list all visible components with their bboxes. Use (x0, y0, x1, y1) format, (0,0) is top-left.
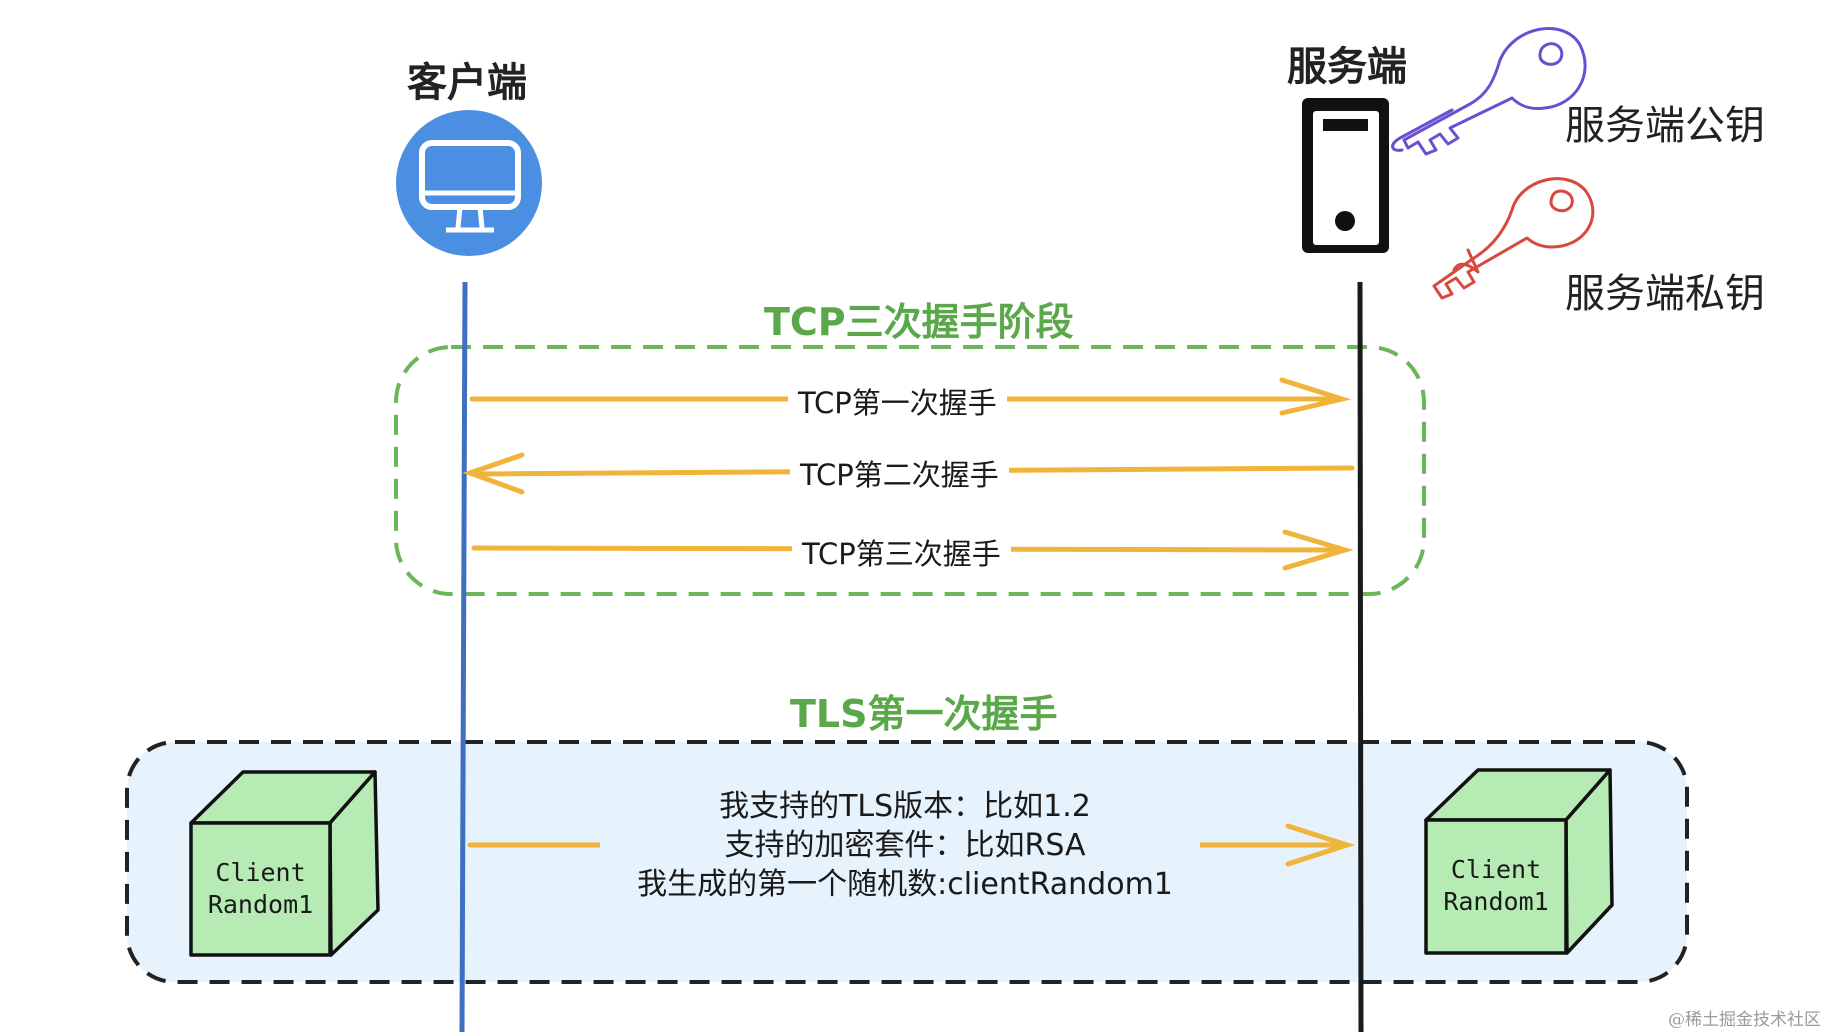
cube-right-label: Client Random1 (1426, 854, 1566, 918)
public-key-label: 服务端公钥 (1565, 103, 1765, 149)
public-key-icon (1391, 27, 1587, 156)
server-lifeline (1357, 281, 1364, 1032)
tcp-message-2: TCP第二次握手 (790, 452, 1009, 494)
server-tower-icon (1302, 98, 1389, 253)
client-random-cube-left (189, 770, 380, 957)
server-label: 服务端 (1287, 44, 1407, 90)
cube-right-line-1: Client (1450, 855, 1542, 884)
tls-message-backdrop (600, 786, 1200, 908)
tcp-phase-box (394, 345, 1426, 596)
cube-right-line-2: Random1 (1443, 887, 1549, 916)
cube-left-line-1: Client (215, 858, 306, 887)
client-monitor-icon (396, 110, 542, 256)
tls-message-line-1: 我支持的TLS版本：比如1.2 (719, 789, 1091, 824)
client-random-cube-right (1424, 768, 1614, 955)
client-lifeline (459, 281, 468, 1032)
tcp-message-1: TCP第一次握手 (788, 380, 1007, 422)
cube-left-label: Client Random1 (191, 857, 330, 921)
tcp-phase-title: TCP三次握手阶段 (764, 300, 1074, 344)
tcp-message-3: TCP第三次握手 (792, 531, 1011, 573)
tls-message: 我支持的TLS版本：比如1.2 支持的加密套件：比如RSA 我生成的第一个随机数… (555, 787, 1255, 904)
watermark: @稀土掘金技术社区 (1668, 1010, 1821, 1030)
tls-phase-title: TLS第一次握手 (790, 692, 1058, 736)
client-label: 客户端 (407, 60, 527, 106)
cube-left-line-2: Random1 (207, 890, 314, 919)
tls-message-line-3: 我生成的第一个随机数:clientRandom1 (637, 867, 1173, 902)
private-key-icon (1432, 177, 1595, 300)
tls-message-line-2: 支持的加密套件：比如RSA (724, 828, 1086, 863)
private-key-label: 服务端私钥 (1565, 271, 1765, 317)
